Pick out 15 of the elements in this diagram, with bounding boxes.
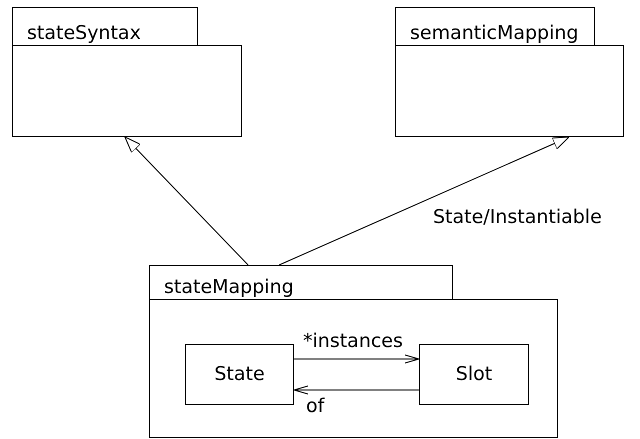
package	[12, 7, 242, 137]
generalization-arrow	[124, 136, 249, 266]
edge-label: State/Instantiable	[433, 208, 602, 227]
package	[149, 265, 558, 438]
association-arrow	[294, 354, 420, 364]
class-box: State	[185, 344, 294, 405]
association-arrow	[294, 386, 420, 394]
edge-label: *instances	[303, 332, 403, 351]
package-tab: stateSyntax	[12, 7, 198, 45]
edge-label: of	[306, 397, 324, 416]
generalization-arrow	[278, 136, 570, 266]
package-tab: semanticMapping	[395, 7, 595, 45]
package-tab: stateMapping	[149, 265, 453, 299]
class-box: Slot	[419, 344, 529, 405]
package	[395, 7, 624, 137]
